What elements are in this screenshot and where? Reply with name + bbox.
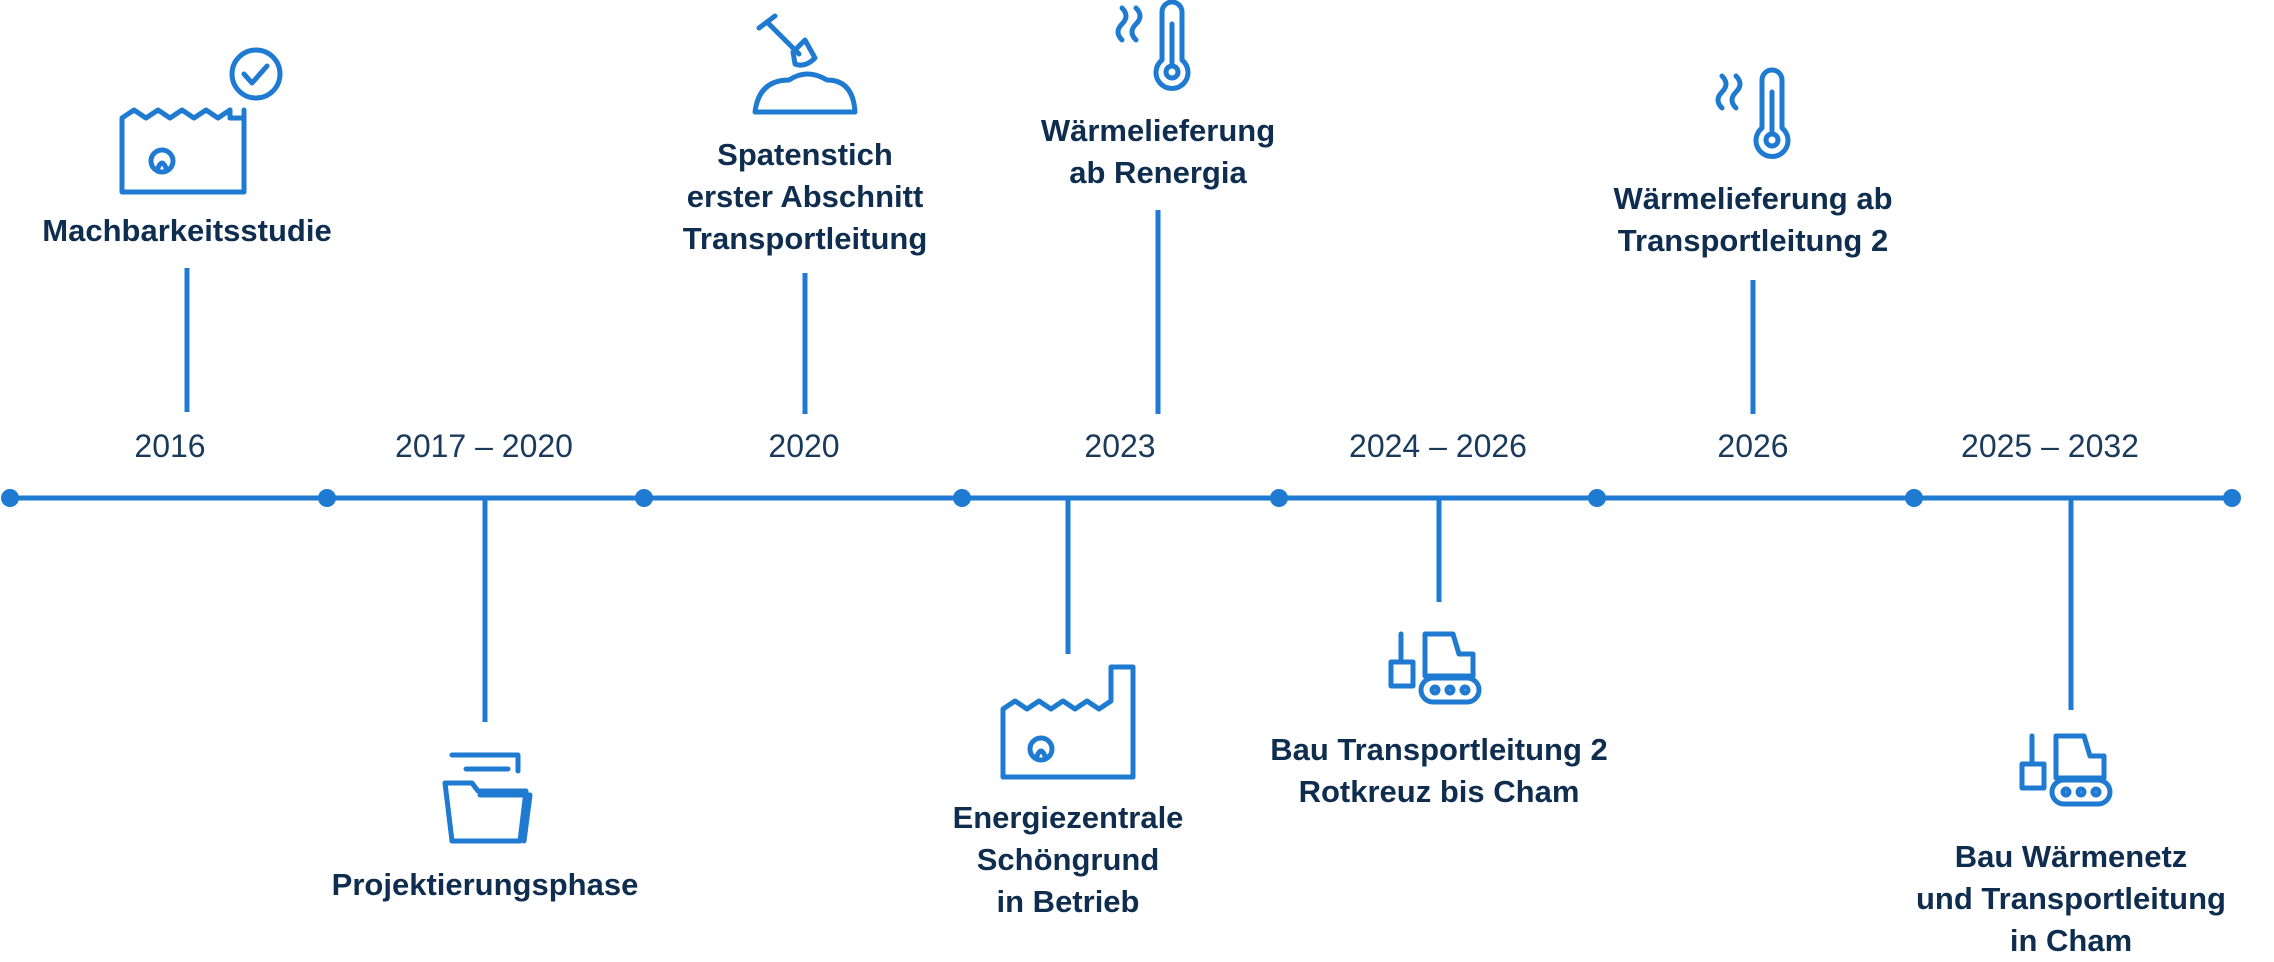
folder-icon (442, 752, 533, 844)
event-label-bau-transportleitung-2: Bau Transportleitung 2 Rotkreuz bis Cham (1270, 732, 1608, 809)
factory-check-icon (119, 47, 283, 195)
event-label-machbarkeitsstudie: Machbarkeitsstudie (42, 213, 332, 248)
event-label-waermelieferung-transportleitung-2: Wärmelieferung ab Transportleitung 2 (1613, 181, 1893, 258)
year-label: 2026 (1717, 428, 1789, 464)
event-label-energiezentrale: Energiezentrale Schöngrund in Betrieb (952, 800, 1184, 919)
timeline-dot (1905, 489, 1923, 507)
timeline-dot (318, 489, 336, 507)
timeline-dot (1, 489, 19, 507)
timeline-dot (2223, 489, 2241, 507)
timeline-dot (953, 489, 971, 507)
thermometer-icon (1115, 0, 1191, 91)
timeline-dot (1588, 489, 1606, 507)
bulldozer-icon (2019, 733, 2113, 807)
year-label: 2020 (768, 428, 840, 464)
timeline-dot (635, 489, 653, 507)
factory-icon (1000, 664, 1136, 780)
event-label-projektierungsphase: Projektierungsphase (331, 867, 639, 902)
thermometer-icon (1715, 67, 1791, 159)
year-label: 2024 – 2026 (1349, 428, 1527, 464)
bulldozer-icon (1388, 631, 1482, 705)
shovel-icon (752, 13, 858, 115)
event-label-spatenstich: Spatenstich erster Abschnitt Transportle… (682, 137, 928, 256)
year-label: 2025 – 2032 (1961, 428, 2139, 464)
year-label: 2016 (134, 428, 206, 464)
year-label: 2017 – 2020 (395, 428, 573, 464)
timeline-dot (1270, 489, 1288, 507)
year-label: 2023 (1084, 428, 1156, 464)
event-label-waermelieferung-renergia: Wärmelieferung ab Renergia (1040, 113, 1276, 190)
event-label-bau-waermenetz: Bau Wärmenetz und Transportleitung in Ch… (1916, 839, 2226, 958)
